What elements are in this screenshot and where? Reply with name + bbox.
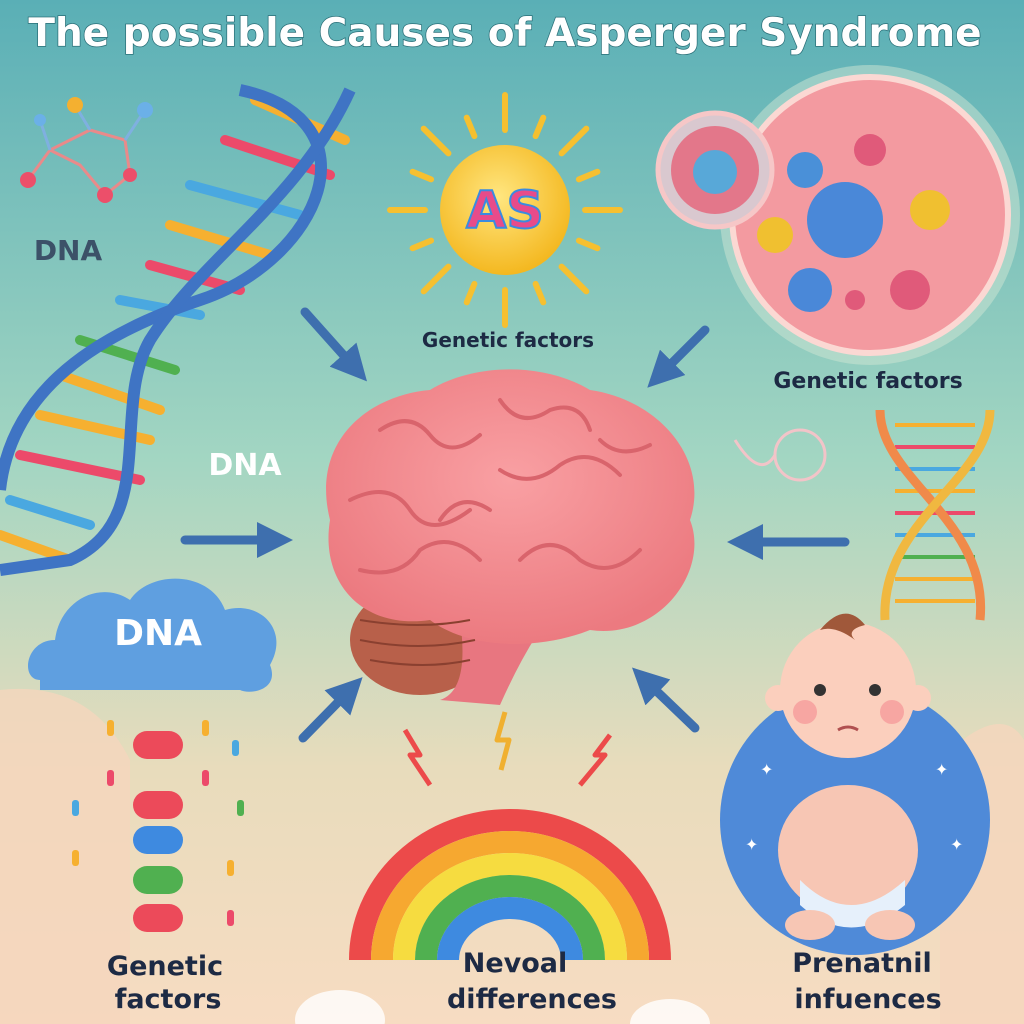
sun-ray (575, 237, 601, 252)
dna-rung (15, 450, 145, 485)
arrow-icon (298, 677, 363, 743)
molecule-icon (20, 97, 153, 203)
rain-drop (72, 850, 79, 866)
rain-drop (227, 910, 234, 926)
sun-ray (463, 280, 478, 306)
arrow-icon (647, 325, 710, 388)
svg-text:✦: ✦ (950, 835, 963, 854)
cloud-bottom (630, 999, 710, 1024)
dna-label: DNA (34, 234, 103, 267)
genetic-factors-label: Genetic factors (422, 328, 594, 352)
rain-drop (227, 860, 234, 876)
sun-icon: AS (387, 92, 623, 328)
bottom-label-genetic: factors (115, 984, 222, 1015)
arrow-icon (300, 307, 367, 382)
rain-drop (72, 800, 79, 816)
rain-drop (202, 720, 209, 736)
bottom-label-prenatal: infuences (794, 984, 941, 1015)
dna-label: DNA (208, 448, 282, 483)
svg-text:✦: ✦ (760, 760, 773, 779)
dna-label: DNA (114, 613, 202, 654)
pill (133, 866, 183, 894)
rain-drop (237, 800, 244, 816)
cell-circle-icon (655, 65, 1020, 365)
rainbow-icon (349, 809, 671, 961)
dna-helix-icon (0, 84, 356, 576)
arrow-icon (632, 667, 700, 733)
sun-ray (558, 125, 590, 157)
pill (133, 904, 183, 932)
svg-text:✦: ✦ (935, 760, 948, 779)
cell (757, 217, 793, 253)
cell (845, 290, 865, 310)
pill-stack-icon (133, 731, 183, 932)
cloud-bottom (295, 990, 385, 1024)
cell (787, 152, 823, 188)
cell (910, 190, 950, 230)
lightning-icon (578, 733, 612, 787)
stethoscope-sketch-icon (733, 428, 827, 482)
lightning-icon (402, 728, 433, 787)
lightning-icon (494, 711, 512, 771)
genetic-factors-label: Genetic factors (773, 369, 962, 394)
dna-rung (55, 370, 165, 415)
sun-badge: AS (466, 181, 544, 241)
brain-icon (326, 369, 695, 705)
dna-rung (185, 180, 305, 220)
sun-ray (420, 125, 452, 157)
sun-ray (532, 280, 547, 306)
dna-helix-small-icon (875, 409, 995, 621)
arrows (180, 307, 850, 743)
sun-ray (463, 114, 478, 140)
sun-ray (409, 237, 435, 252)
baby-icon: ✦ ✦ ✦ ✦ (720, 613, 990, 955)
sun-ray (420, 263, 452, 295)
rain-drop (232, 740, 239, 756)
bottom-label-genetic: Genetic (107, 951, 223, 982)
rain-drop (107, 770, 114, 786)
rain-drop (107, 720, 114, 736)
sun-ray (532, 114, 547, 140)
bottom-label-neural: Nevoal (463, 948, 568, 979)
hill-left (0, 688, 130, 1024)
dna-rung (220, 135, 335, 180)
rain-drops (72, 720, 244, 926)
sun-ray (409, 168, 435, 183)
bottom-label-neural: differences (447, 984, 617, 1015)
cell (807, 182, 883, 258)
cell (854, 134, 886, 166)
pill (133, 731, 183, 759)
sun-ray (575, 168, 601, 183)
svg-text:✦: ✦ (745, 835, 758, 854)
rain-drop (202, 770, 209, 786)
cloud-icon: DNA (28, 578, 277, 692)
cell (788, 268, 832, 312)
pill (133, 826, 183, 854)
dna-rung (115, 295, 205, 320)
lightning-icons (402, 711, 612, 787)
sun-ray (558, 263, 590, 295)
dna-rung (5, 495, 95, 530)
page-title: The possible Causes of Asperger Syndrome (28, 11, 981, 56)
cell (890, 270, 930, 310)
pill (133, 791, 183, 819)
bottom-label-prenatal: Prenatnil (792, 948, 932, 979)
dna-rung (165, 220, 275, 260)
